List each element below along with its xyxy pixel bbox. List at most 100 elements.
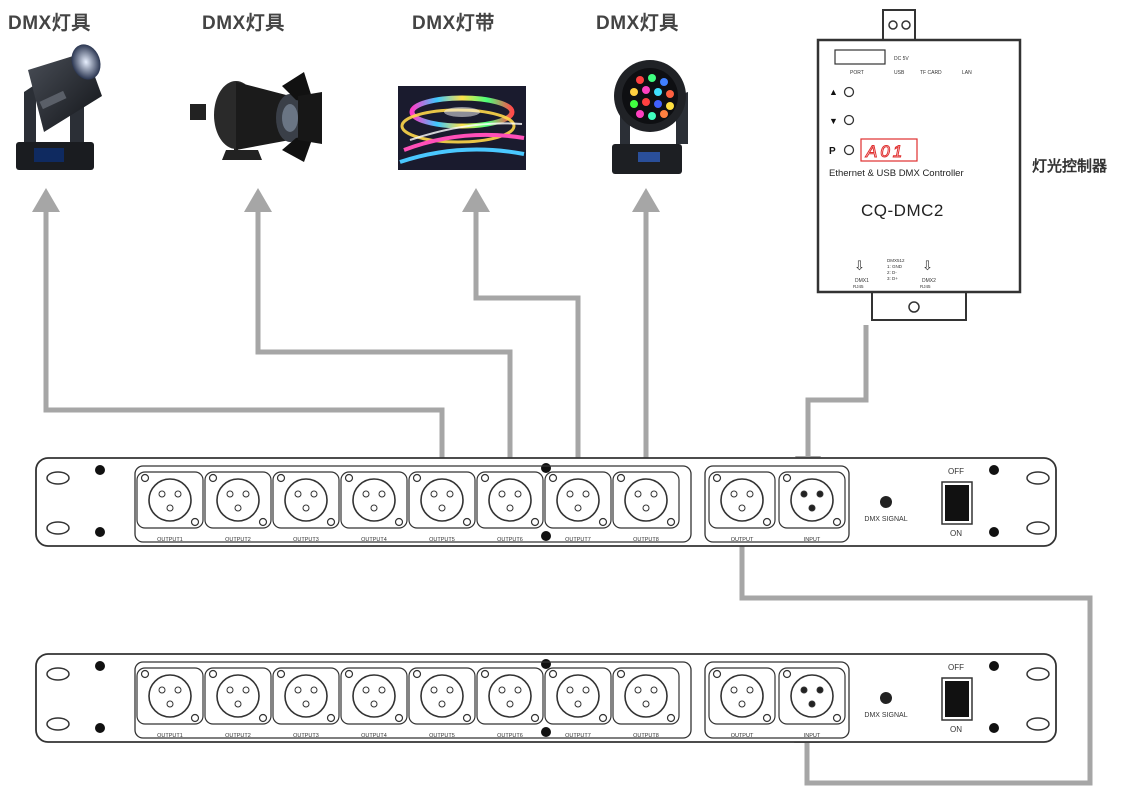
- screw-icon: [140, 669, 150, 679]
- screw-icon: [344, 669, 354, 679]
- output-connector-6[interactable]: [476, 667, 544, 725]
- signal-label: DMX SIGNAL: [864, 516, 907, 523]
- pinout-line-1: DMX512: [887, 258, 905, 263]
- fixture-label-3: DMX灯带: [412, 13, 495, 34]
- cable-output7-to-fixture3: [473, 210, 581, 483]
- through-connector[interactable]: [708, 667, 776, 725]
- output-connector-7[interactable]: [544, 667, 612, 725]
- pin-icon: [738, 504, 746, 512]
- screw-icon: [140, 473, 150, 483]
- cable-controller-to-input: [805, 325, 869, 462]
- output-panel: [134, 465, 692, 543]
- pin-icon: [310, 686, 318, 694]
- xlr-socket-icon: [216, 478, 260, 522]
- pin-icon: [506, 504, 514, 512]
- pin-icon: [808, 700, 816, 708]
- output-connector-3[interactable]: [272, 667, 340, 725]
- segment-display: [860, 138, 918, 162]
- output-connector-7[interactable]: [544, 471, 612, 529]
- output-connector-1[interactable]: [136, 471, 204, 529]
- input-panel: [704, 465, 850, 543]
- pin-icon: [634, 490, 642, 498]
- output-label-1: OUTPUT1: [157, 537, 183, 543]
- output-connector-5[interactable]: [408, 667, 476, 725]
- p-button[interactable]: [843, 144, 855, 156]
- pin-icon: [242, 490, 250, 498]
- rack-ear-slot: [46, 521, 70, 535]
- output-connector-2[interactable]: [204, 667, 272, 725]
- pin-icon: [174, 686, 182, 694]
- pin-icon: [166, 700, 174, 708]
- pin-icon: [362, 490, 370, 498]
- pin-icon: [158, 686, 166, 694]
- xlr-socket-icon: [488, 478, 532, 522]
- pin-icon: [730, 686, 738, 694]
- controller-subtitle: Ethernet & USB DMX Controller: [829, 168, 964, 179]
- pin-icon: [294, 686, 302, 694]
- xlr-socket-icon: [488, 674, 532, 718]
- arrow-up-fixture3: [462, 188, 490, 212]
- screw-icon: [666, 517, 676, 527]
- port-label-lan: LAN: [962, 70, 972, 76]
- output-panel: [134, 661, 692, 739]
- screw-icon: [548, 473, 558, 483]
- screw-icon: [462, 713, 472, 723]
- output-connector-4[interactable]: [340, 471, 408, 529]
- port-label-usb: USB: [894, 70, 905, 76]
- display-value: A01: [865, 142, 905, 161]
- output-connector-6[interactable]: [476, 471, 544, 529]
- down-button[interactable]: [843, 114, 855, 126]
- up-button[interactable]: [843, 86, 855, 98]
- mount-screw-icon: [541, 659, 551, 669]
- input-connector[interactable]: [778, 667, 846, 725]
- through-connector[interactable]: [708, 471, 776, 529]
- dc-label: DC 5V: [894, 56, 909, 62]
- output-connector-4[interactable]: [340, 667, 408, 725]
- xlr-socket-icon: [790, 674, 834, 718]
- port-connector: [834, 49, 886, 65]
- output-label-6: OUTPUT6: [497, 537, 523, 543]
- pin-icon: [226, 490, 234, 498]
- arrow-up-fixture2: [244, 188, 272, 212]
- mount-screw-icon: [989, 661, 999, 671]
- output-label-3: OUTPUT3: [293, 733, 319, 739]
- fresnel-spotlight-icon: [190, 72, 322, 162]
- pin-icon: [574, 700, 582, 708]
- led-strip-light-icon: [398, 86, 526, 170]
- pin-icon: [650, 686, 658, 694]
- pin-icon: [226, 686, 234, 694]
- xlr-socket-icon: [420, 478, 464, 522]
- pin-icon: [362, 686, 370, 694]
- output-connector-5[interactable]: [408, 471, 476, 529]
- output-connector-1[interactable]: [136, 667, 204, 725]
- xlr-socket-icon: [284, 674, 328, 718]
- screw-icon: [258, 713, 268, 723]
- pin-icon: [242, 686, 250, 694]
- output-connector-8[interactable]: [612, 471, 680, 529]
- screw-icon: [762, 517, 772, 527]
- signal-led-icon: [880, 496, 892, 508]
- led-dots: [630, 74, 674, 120]
- off-label: OFF: [948, 467, 964, 476]
- input-connector[interactable]: [778, 471, 846, 529]
- dmx1-port-sub: RJ45: [853, 284, 864, 289]
- screw-icon: [344, 473, 354, 483]
- screw-icon: [208, 473, 218, 483]
- controller-body: [816, 38, 1022, 294]
- screw-icon: [480, 669, 490, 679]
- pin-icon: [430, 490, 438, 498]
- output-connector-3[interactable]: [272, 471, 340, 529]
- cable-through-to-input2: [739, 520, 1093, 786]
- screw-icon: [598, 517, 608, 527]
- screw-icon: [258, 517, 268, 527]
- screw-icon: [762, 713, 772, 723]
- dmx2-label: DMX2: [922, 278, 936, 284]
- dmx-controller: DC 5V PORT USB TF CARD LAN ▲ ▼ P A01 Eth…: [816, 9, 1022, 321]
- screw-icon: [208, 669, 218, 679]
- pin-icon: [166, 504, 174, 512]
- signal-label: DMX SIGNAL: [864, 712, 907, 719]
- through-label: OUTPUT: [731, 537, 754, 543]
- output-connector-8[interactable]: [612, 667, 680, 725]
- output-connector-2[interactable]: [204, 471, 272, 529]
